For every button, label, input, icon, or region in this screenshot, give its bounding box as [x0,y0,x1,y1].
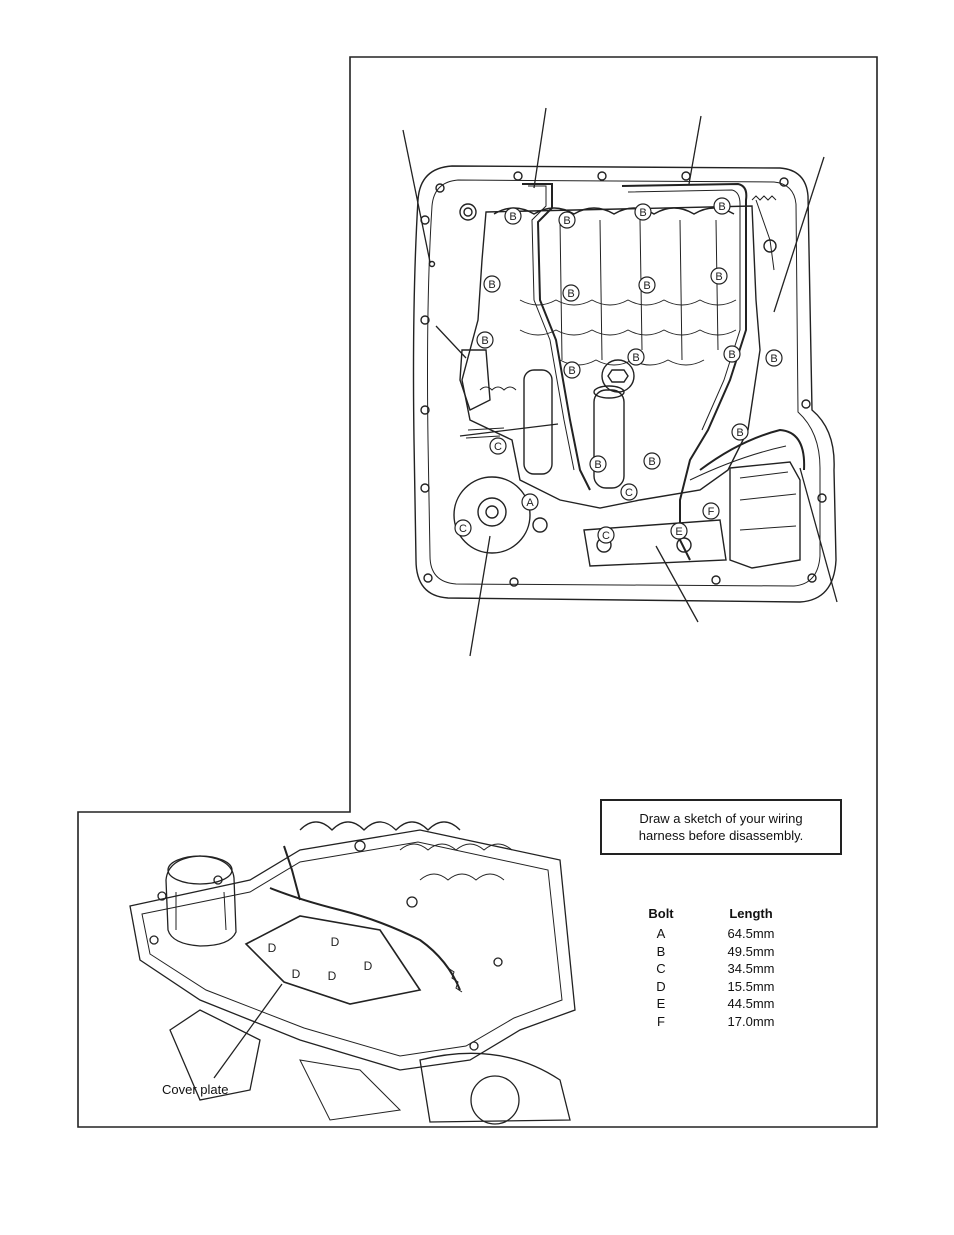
wiring-note: Draw a sketch of your wiring harness bef… [600,799,842,855]
bolt-markers-upper: B B B B B B B B B B B B B B C B B A C F … [454,197,783,544]
table-row: D 15.5mm [634,979,814,997]
svg-text:B: B [488,279,495,291]
cover-plate-illustration [129,821,576,1125]
svg-text:B: B [648,456,655,468]
svg-text:B: B [568,365,575,377]
svg-text:B: B [594,459,601,471]
bolt-marker: D [292,967,301,981]
bolt-length: 49.5mm [727,943,775,959]
cover-plate-caption: Cover plate [162,1082,229,1097]
bolt-marker: B [634,203,652,221]
bolt-id: D [656,978,666,994]
svg-text:B: B [632,352,639,364]
cover-plate-leader [213,983,283,1079]
bolt-marker: B [483,275,501,293]
svg-text:C: C [602,530,610,542]
header-length: Length [729,906,773,921]
svg-text:C: C [459,523,467,535]
bolt-marker: B [476,331,494,349]
bolt-marker: B [563,361,581,379]
table-row: A 64.5mm [634,926,814,944]
bolt-marker: B [723,345,741,363]
note-line: harness before disassembly. [638,828,804,843]
bolt-marker: D [328,969,337,983]
bolt-marker: B [504,207,522,225]
bolt-marker: B [713,197,731,215]
bolt-length: 15.5mm [727,978,775,994]
svg-text:B: B [718,201,725,213]
bolt-length: 64.5mm [727,926,775,941]
note-line: Draw a sketch of your wiring [639,811,803,826]
table-row: B 49.5mm [634,944,814,962]
bolt-marker: B [710,267,728,285]
bolt-marker: F [702,502,720,520]
bolt-marker: D [364,959,373,973]
bolt-marker: B [765,349,783,367]
bolt-marker: D [268,941,277,955]
bolt-marker: B [638,276,656,294]
bolt-marker: D [331,935,340,949]
svg-text:B: B [736,427,743,439]
bolt-marker: B [562,284,580,302]
bolt-marker: A [521,493,539,511]
svg-text:B: B [728,349,735,361]
bolt-marker: B [558,211,576,229]
bolt-marker: B [643,452,661,470]
svg-text:F: F [708,506,715,518]
svg-text:C: C [494,441,502,453]
svg-text:E: E [675,526,682,538]
svg-text:B: B [643,280,650,292]
svg-text:A: A [526,497,534,509]
bolt-id: A [656,926,666,941]
bolt-marker: B [731,423,749,441]
bolt-marker: B [627,348,645,366]
valve-body-illustration [412,165,837,603]
bolt-id: F [657,1013,665,1029]
bolt-marker: C [597,526,615,544]
table-row: C 34.5mm [634,961,814,979]
bolt-markers-lower: D D D D D [268,935,373,983]
svg-text:C: C [625,487,633,499]
table-row: E 44.5mm [634,996,814,1014]
table-header: Bolt Length [634,906,814,926]
bolt-marker: C [489,437,507,455]
table-row: F 17.0mm [634,1014,814,1032]
bolt-marker: B [589,455,607,473]
bolt-length: 34.5mm [727,961,775,977]
svg-text:B: B [770,353,777,365]
svg-text:B: B [715,271,722,283]
bolt-marker: C [454,519,472,537]
svg-text:B: B [639,207,646,219]
bolt-marker: E [670,522,688,540]
bolt-length: 17.0mm [727,1013,775,1029]
bolt-length: 44.5mm [727,996,775,1012]
svg-text:B: B [509,211,516,223]
bolt-id: B [656,943,666,959]
bolt-id: E [656,996,666,1012]
bolt-marker: C [620,483,638,501]
svg-text:B: B [563,215,570,227]
leader-lines-upper [402,107,838,657]
bolt-id: C [656,961,666,977]
svg-text:B: B [481,335,488,347]
svg-text:B: B [567,288,574,300]
header-bolt: Bolt [648,906,674,921]
bolt-length-table: Bolt Length A 64.5mm B 49.5mm C 34.5mm D… [634,906,814,1032]
